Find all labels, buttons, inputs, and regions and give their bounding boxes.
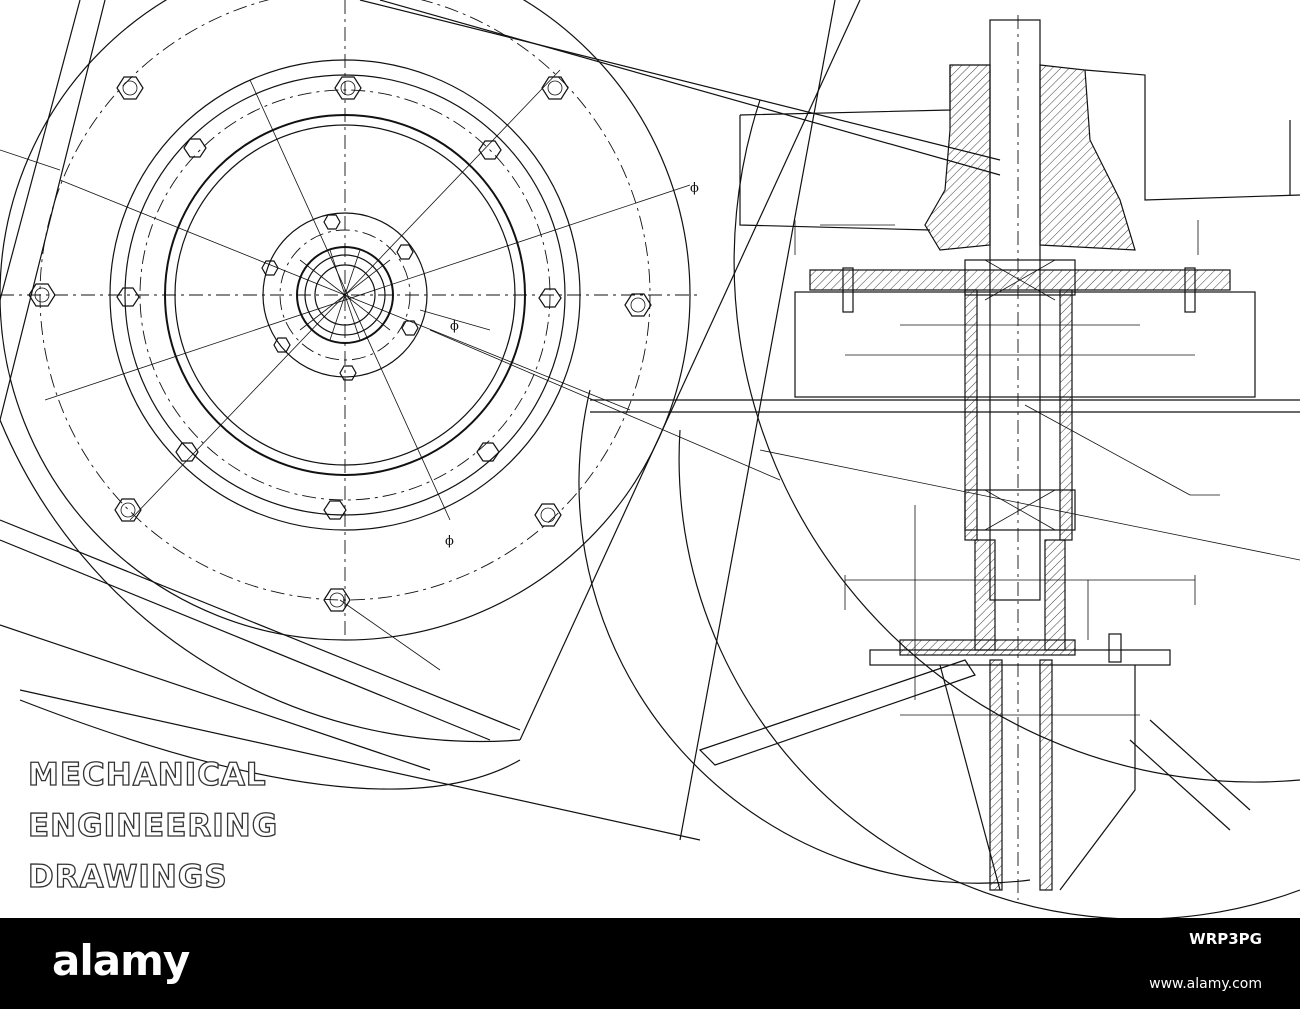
brand-url: www.alamy.com: [1149, 976, 1262, 992]
drawing-title: MECHANICAL ENGINEERING DRAWINGS: [27, 756, 278, 895]
gearbox-section: [698, 15, 1300, 900]
background-arcs: [0, 99, 1300, 918]
image-id: WRP3PG: [1189, 930, 1262, 948]
bolt-pattern: [28, 76, 652, 612]
construction-lines: [0, 0, 1300, 841]
flange-assembly: ϕ ϕ ϕ: [0, 0, 700, 671]
drawing-canvas: ϕ ϕ ϕ: [0, 0, 1300, 918]
brand-logo: alamy: [52, 936, 190, 985]
watermark-footer: alamy WRP3PG www.alamy.com: [0, 918, 1300, 1009]
title-line-2: ENGINEERING: [28, 808, 278, 844]
diameter-symbol: ϕ: [690, 181, 699, 196]
title-line-3: DRAWINGS: [28, 859, 228, 895]
diameter-symbol: ϕ: [445, 534, 454, 549]
diameter-symbol: ϕ: [450, 319, 459, 334]
technical-drawing: ϕ ϕ ϕ: [0, 0, 1300, 918]
title-line-1: MECHANICAL: [28, 757, 267, 793]
